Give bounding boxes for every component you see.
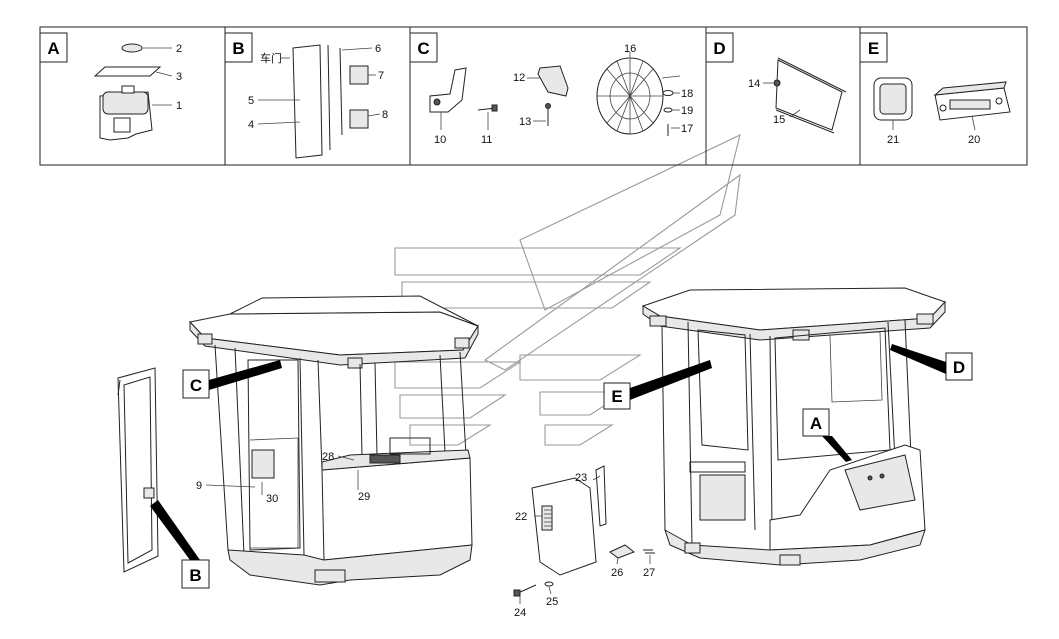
callout-c-letter: C (190, 376, 202, 395)
screw-part (517, 584, 537, 594)
panel-e-letter-box (859, 32, 888, 63)
panel-b-label-8: 8 (382, 109, 388, 121)
panel-c-label-16: 16 (624, 43, 636, 55)
panel-c-label-19: 19 (681, 105, 693, 117)
panel-e-label-20: 20 (968, 134, 980, 146)
panel-b-label-4: 4 (248, 119, 254, 131)
panel-c-label-12: 12 (513, 72, 525, 84)
panel-a-label-2: 2 (176, 43, 182, 55)
panel-d: D 14 15 (705, 32, 847, 134)
callout-a: A (802, 408, 852, 462)
callout-b-arrow (150, 500, 200, 560)
panel-a-letter: A (47, 39, 59, 58)
callout-c-arrow (209, 360, 282, 390)
left-cab-assembly (189, 295, 479, 586)
door-seal-upper-part (349, 65, 369, 85)
panel-c-label-18: 18 (681, 88, 693, 100)
panel-b-letter: B (232, 39, 244, 58)
callout-a-arrow (822, 436, 852, 462)
label-23: 23 (575, 472, 587, 484)
panel-a: A 2 3 1 (39, 32, 182, 141)
label-29: 29 (358, 491, 370, 503)
main-part-labels: 9 30 28 29 22 23 24 25 26 27 (196, 451, 655, 619)
panel-e: E 21 20 (859, 32, 1011, 146)
panel-b-letter-box (224, 32, 253, 63)
panel-d-letter: D (713, 39, 725, 58)
panel-c: C 16 12 18 19 17 (409, 32, 693, 146)
callout-b: B (150, 500, 210, 589)
label-28: 28 (322, 451, 334, 463)
label-26: 26 (611, 567, 623, 579)
panel-b-label-6: 6 (375, 43, 381, 55)
seal-strip-part (595, 465, 607, 527)
left-door-panel (117, 367, 159, 573)
label-25: 25 (546, 596, 558, 608)
label-27: 27 (643, 567, 655, 579)
panel-d-label-14: 14 (748, 78, 760, 90)
callout-e: E (603, 360, 712, 410)
panel-a-label-3: 3 (176, 71, 182, 83)
callout-d-arrow (890, 344, 946, 374)
callout-e-letter: E (611, 387, 622, 406)
callout-a-letter: A (810, 414, 822, 433)
watermark-logo (394, 134, 741, 446)
panel-e-label-21: 21 (887, 134, 899, 146)
panel-d-label-15: 15 (773, 114, 785, 126)
pin-part (643, 549, 655, 554)
panel-c-label-17: 17 (681, 123, 693, 135)
label-22: 22 (515, 511, 527, 523)
cover-plate-assembly (513, 465, 655, 604)
panel-b-label-5: 5 (248, 95, 254, 107)
panel-d-letter-box (705, 32, 734, 63)
door-seal-lower-part (349, 109, 369, 129)
panel-c-label-11: 11 (481, 134, 492, 146)
panel-c-letter: C (417, 39, 429, 58)
left-cab-body-panel (321, 457, 473, 561)
panel-b: B 车门 6 7 5 4 8 (224, 32, 388, 159)
clip-part (609, 544, 636, 559)
callout-d-letter: D (953, 358, 965, 377)
callout-b-letter: B (189, 566, 201, 585)
panel-c-label-10: 10 (434, 134, 446, 146)
washer-part (544, 581, 554, 587)
cover-plate-part (531, 477, 597, 576)
panel-a-letter-box (39, 32, 68, 63)
panel-b-label-7: 7 (378, 70, 384, 82)
callout-d: D (890, 344, 973, 381)
panel-c-letter-box (409, 32, 438, 63)
panel-c-label-13: 13 (519, 116, 531, 128)
label-24: 24 (514, 607, 526, 619)
panel-b-label-door: 车门 (260, 51, 282, 65)
right-cab-assembly (641, 287, 946, 566)
label-9: 9 (196, 480, 202, 492)
panel-e-letter: E (868, 39, 879, 58)
gasket-part (93, 66, 162, 77)
door-frame-part (292, 44, 323, 159)
rearview-mirror-part (537, 65, 569, 97)
callout-e-arrow (630, 360, 712, 400)
cap-part (121, 43, 143, 53)
label-30: 30 (266, 493, 278, 505)
sunshade-part (775, 59, 843, 131)
callout-c: C (182, 360, 282, 399)
mirror-bracket-part (429, 67, 467, 113)
panel-a-label-1: 1 (176, 100, 182, 112)
